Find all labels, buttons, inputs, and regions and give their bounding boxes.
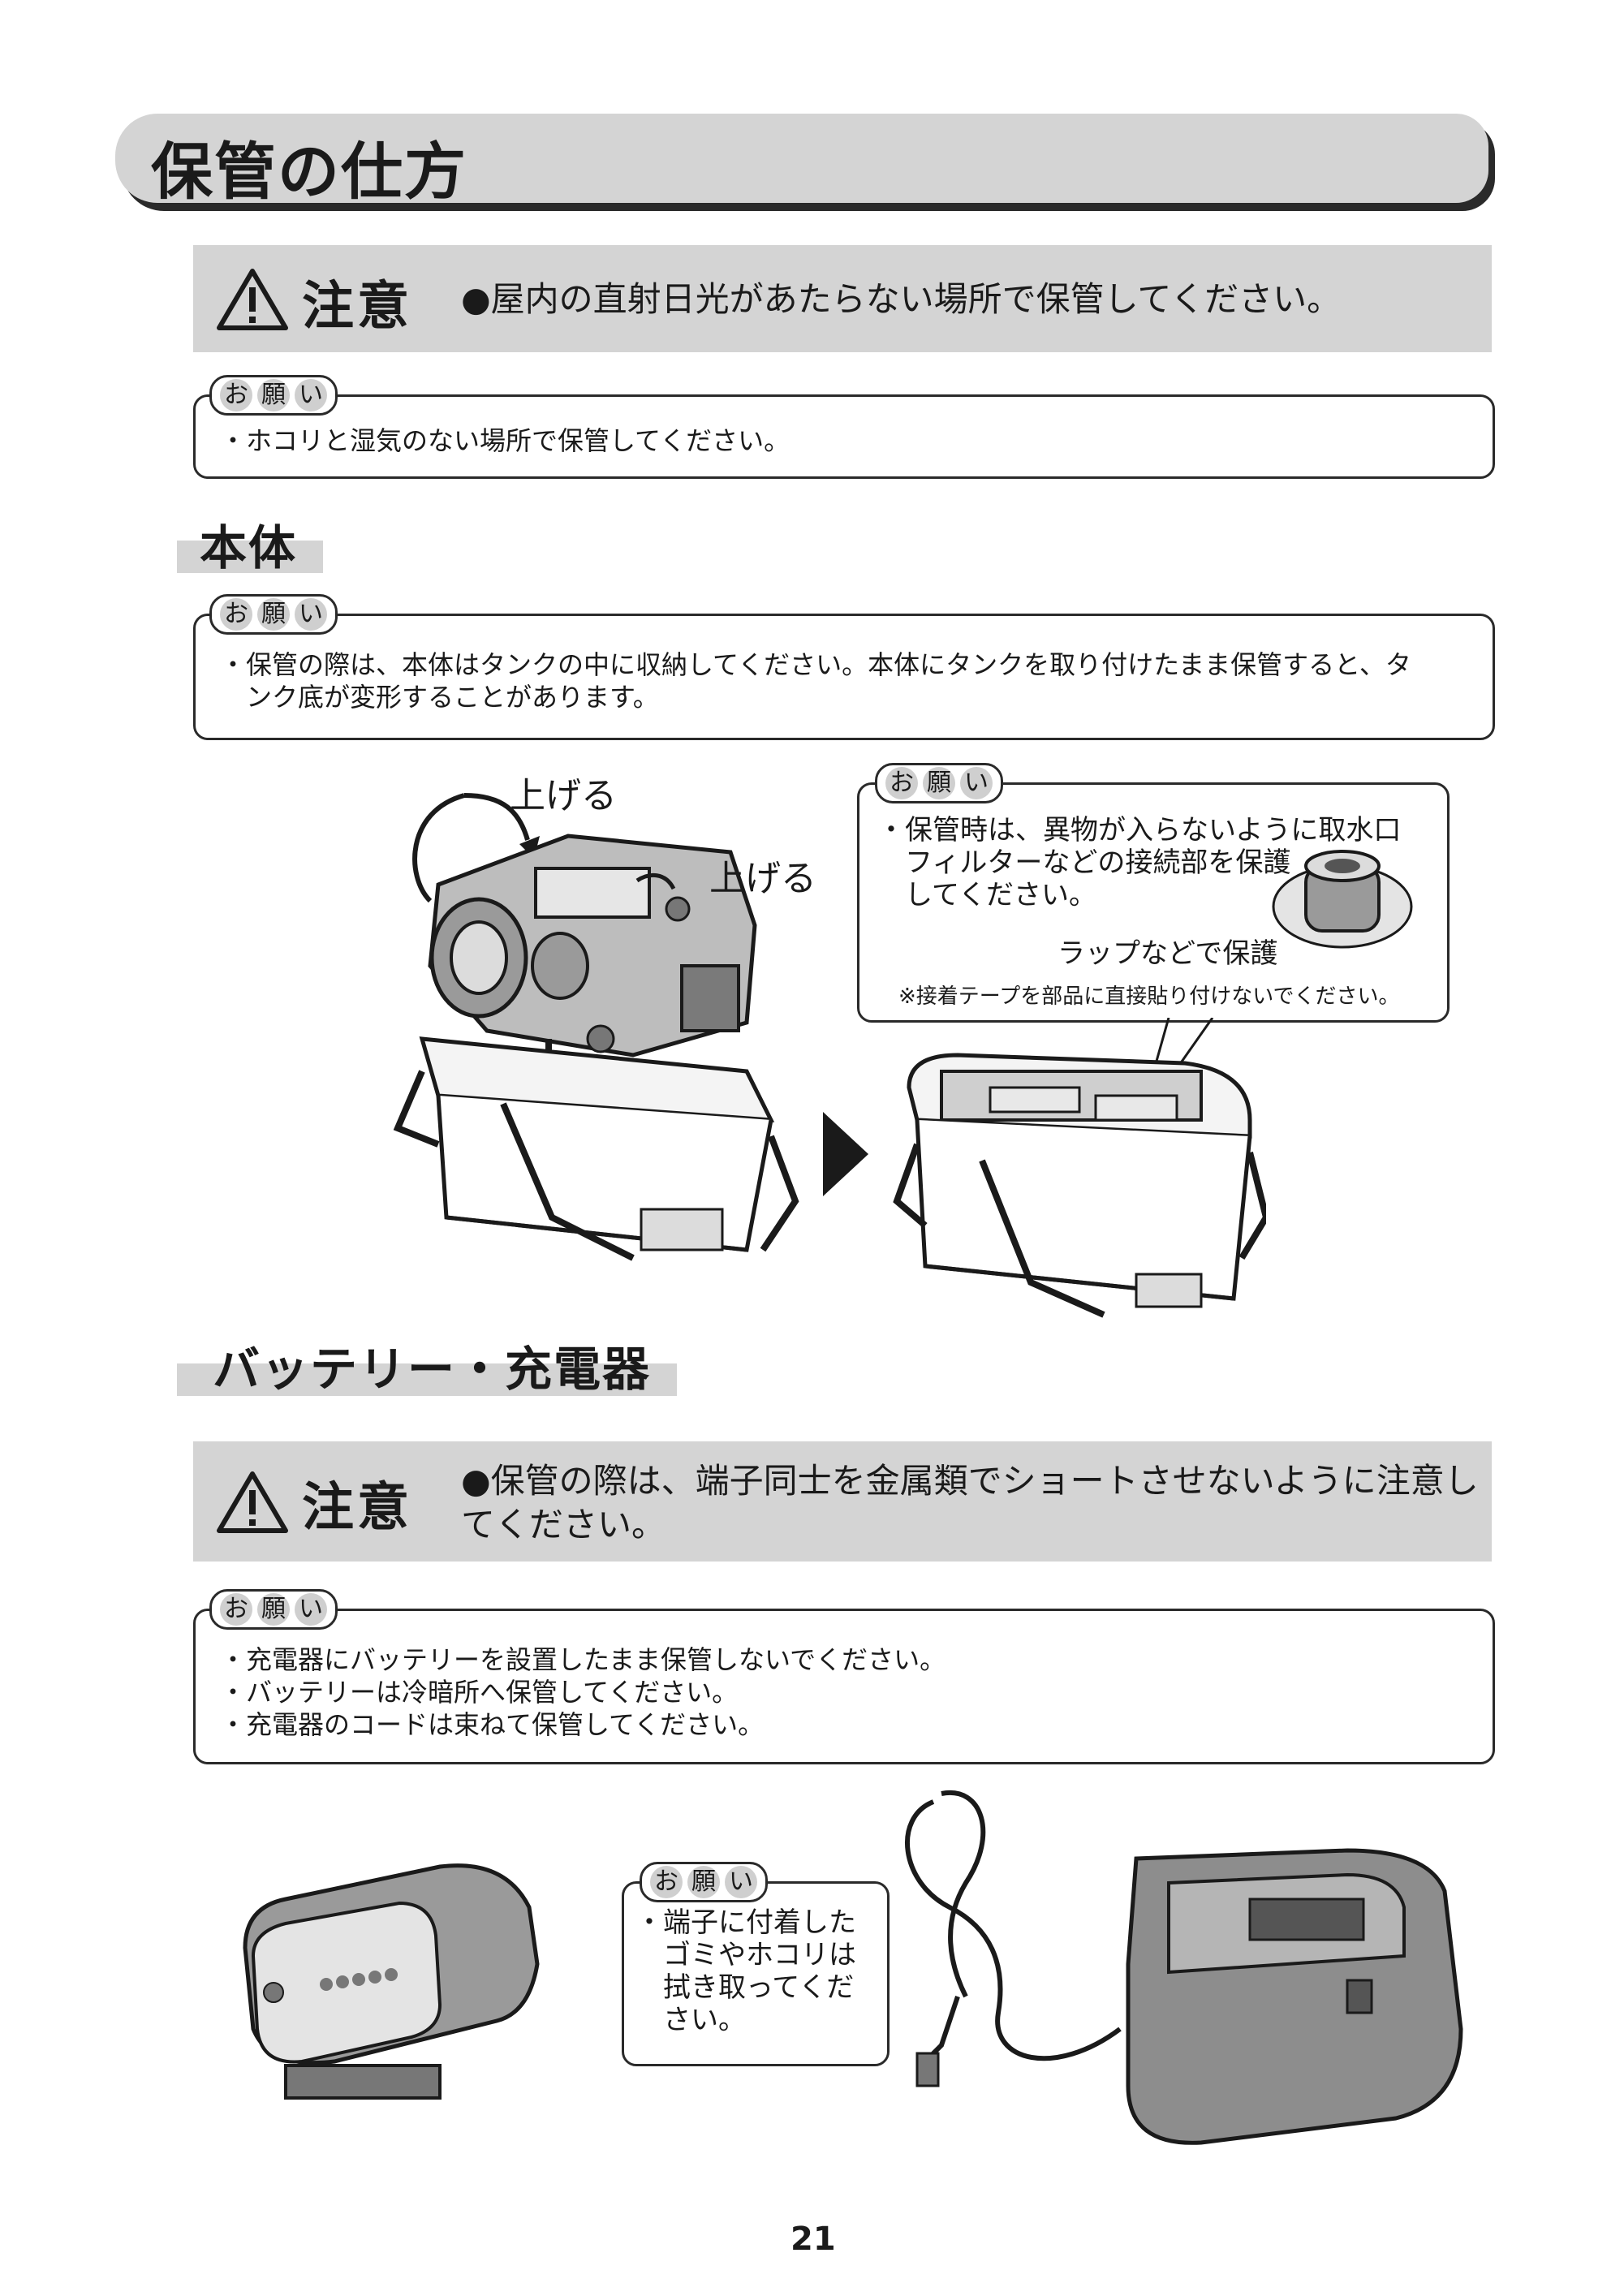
request-box-body: ・保管の際は、本体はタンクの中に収納してください。本体にタンクを取り付けたまま保… <box>193 614 1495 740</box>
request-line: 拭き取ってくだ <box>635 1971 855 2004</box>
tag-char: お <box>220 1593 252 1626</box>
request-tag: お 願 い <box>640 1862 768 1902</box>
request-text: ・ホコリと湿気のない場所で保管してください。 <box>220 425 790 456</box>
request-line: ゴミやホコリは <box>635 1939 856 1971</box>
tag-char: お <box>650 1866 683 1898</box>
tag-char: 願 <box>257 598 290 631</box>
tag-char: い <box>295 379 327 411</box>
request-tag: お 願 い <box>209 1589 338 1630</box>
warning-triangle-icon <box>217 1471 288 1533</box>
tape-note: ※接着テープを部品に直接貼り付けないでください。 <box>898 984 1400 1009</box>
tag-char: い <box>725 1866 757 1898</box>
tag-char: い <box>295 1593 327 1626</box>
tag-char: 願 <box>687 1866 720 1898</box>
tag-char: 願 <box>923 767 955 799</box>
request-line: さい。 <box>635 2004 746 2036</box>
caution-label: 注意 <box>302 277 412 337</box>
tag-char: お <box>885 767 918 799</box>
unit-into-tank-illustration <box>393 793 799 1261</box>
caution-line: ください。 <box>461 1505 666 1544</box>
wrap-label: ラップなどで保護 <box>1058 937 1278 970</box>
caution-label: 注意 <box>302 1478 412 1538</box>
lift-label-1: 上げる <box>510 775 617 816</box>
section-bar-body <box>177 541 323 573</box>
section-heading-body: 本体 <box>200 520 298 575</box>
tag-char: お <box>220 379 252 411</box>
connector-wrap-illustration <box>1272 850 1413 949</box>
battery-illustration <box>243 1863 540 2100</box>
request-line: ・端子に付着した <box>635 1906 856 1939</box>
request-line: フィルターなどの接続部を保護 <box>877 846 1291 879</box>
caution-box-1: 注意 ●屋内の直射日光があたらない場所で保管してください。 <box>193 245 1492 352</box>
request-box-protect: ・保管時は、異物が入らないように取水口 フィルターなどの接続部を保護 してくださ… <box>857 782 1450 1023</box>
page-title: 保管の仕方 <box>151 136 467 208</box>
charger-illustration <box>905 1790 1463 2145</box>
request-tag: お 願 い <box>209 594 338 635</box>
request-line: ・バッテリーは冷暗所へ保管してください。 <box>220 1677 739 1708</box>
request-line: ・保管の際は、本体はタンクの中に収納してください。本体にタンクを取り付けたまま保… <box>220 649 1411 680</box>
title-bar <box>115 114 1488 203</box>
request-box-battery: ・充電器にバッテリーを設置したまま保管しないでください。 ・バッテリーは冷暗所へ… <box>193 1609 1495 1764</box>
caution-text: ●屋内の直射日光があたらない場所で保管してください。 <box>461 279 1342 319</box>
unit-stored-illustration <box>893 1053 1266 1318</box>
tag-char: 願 <box>257 1593 290 1626</box>
request-line: ンク底が変形することがあります。 <box>220 682 659 713</box>
warning-triangle-icon <box>217 269 288 330</box>
tag-char: お <box>220 598 252 631</box>
request-tag: お 願 い <box>209 375 338 416</box>
request-box-general: ・ホコリと湿気のない場所で保管してください。 <box>193 394 1495 479</box>
caution-box-2: 注意 ●保管の際は、端子同士を金属類でショートさせないように注意して ください。 <box>193 1441 1492 1562</box>
play-arrow-icon <box>823 1112 868 1196</box>
section-bar-battery <box>177 1363 677 1396</box>
request-line: ・保管時は、異物が入らないように取水口 <box>877 814 1402 846</box>
tag-char: 願 <box>257 379 290 411</box>
request-line: ・充電器にバッテリーを設置したまま保管しないでください。 <box>220 1644 946 1675</box>
page-number: 21 <box>790 2221 836 2258</box>
lift-label-2: 上げる <box>709 858 816 899</box>
caution-line: ●保管の際は、端子同士を金属類でショートさせないように注意して <box>461 1461 1479 1544</box>
request-box-terminal: ・端子に付着した ゴミやホコリは 拭き取ってくだ さい。 <box>622 1881 890 2066</box>
request-tag: お 願 い <box>875 763 1003 803</box>
request-line: ・充電器のコードは束ねて保管してください。 <box>220 1709 765 1740</box>
tag-char: い <box>960 767 993 799</box>
request-line: してください。 <box>877 879 1096 911</box>
tag-char: い <box>295 598 327 631</box>
section-heading-battery: バッテリー・充電器 <box>213 1342 652 1397</box>
